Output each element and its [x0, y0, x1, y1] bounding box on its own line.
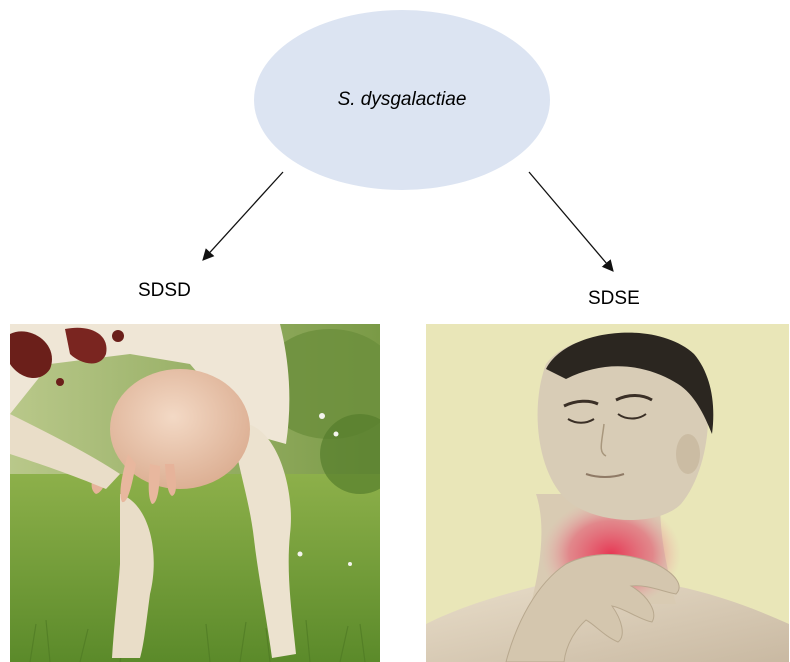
arrow-to-sdse	[529, 172, 613, 271]
branch-label-sdse: SDSE	[588, 288, 640, 310]
sore-throat-photo	[426, 324, 789, 662]
cow-udder-photo	[10, 324, 380, 662]
arrow-to-sdsd	[203, 172, 283, 260]
branch-label-sdsd: SDSD	[138, 280, 191, 302]
